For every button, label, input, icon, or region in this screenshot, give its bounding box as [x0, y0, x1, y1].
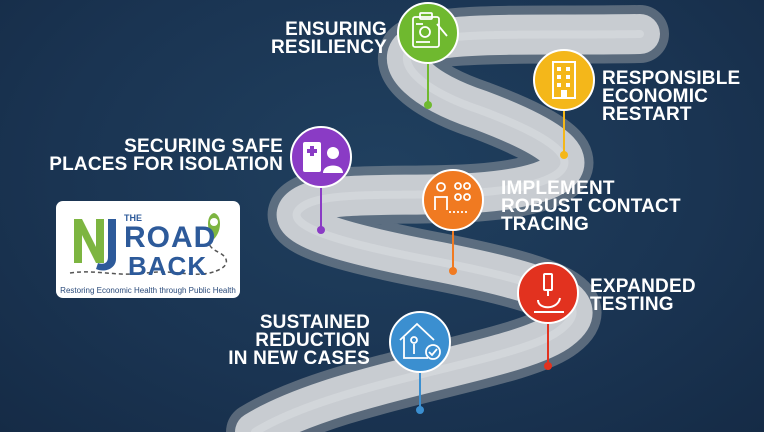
milestone-pin-isolation — [290, 126, 352, 234]
logo-road: ROAD — [124, 221, 217, 254]
logo-the: THE — [124, 213, 142, 223]
hospital-person-icon — [303, 142, 343, 173]
map-pin-icon — [208, 213, 220, 239]
office-building-icon — [552, 61, 576, 99]
label-expanded-testing: EXPANDED TESTING — [590, 276, 696, 315]
milestone-pin-resiliency — [397, 2, 459, 109]
logo-back: BACK — [128, 251, 208, 281]
clipboard-gear-icon — [412, 12, 448, 48]
label-ensuring-resiliency: ENSURING RESILIENCY — [270, 19, 387, 58]
logo-tagline: Restoring Economic Health through Public… — [60, 286, 236, 295]
label-sustained-reduction: SUSTAINED REDUCTION IN NEW CASES — [228, 312, 370, 369]
milestone-pin-tracing — [422, 169, 484, 275]
label-implement-contact-tracing: IMPLEMENT ROBUST CONTACT TRACING — [501, 178, 681, 235]
label-securing-safe-places: SECURING SAFE PLACES FOR ISOLATION — [49, 136, 283, 175]
road-back-logo: THE ROAD BACK Restoring Economic Health … — [56, 201, 240, 298]
logo-graphic — [69, 213, 228, 275]
milestone-pin-testing — [517, 262, 579, 370]
people-network-icon — [434, 182, 471, 213]
label-responsible-economic-restart: RESPONSIBLE ECONOMIC RESTART — [602, 68, 741, 125]
milestone-pin-economic — [533, 49, 595, 159]
milestone-pin-reduction — [389, 311, 451, 414]
microscope-icon — [534, 273, 564, 313]
house-person-check-icon — [399, 322, 441, 360]
